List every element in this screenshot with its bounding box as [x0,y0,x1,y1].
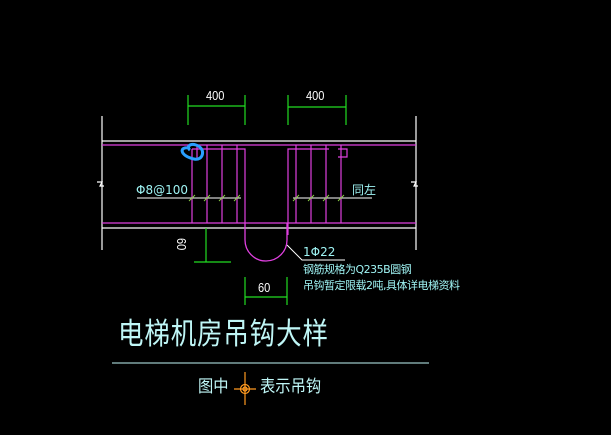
stirrup-leaders [137,194,372,202]
dim-hook-width: 60 [258,280,271,295]
note-line-1: 钢筋规格为Q235B圆钢 [303,263,412,276]
stirrups-left [191,145,246,223]
hook-bar [244,223,288,262]
stirrup-spec-label: Φ8@100 [136,183,188,197]
stirrup-spec-same-label: 同左 [352,183,377,197]
legend-prefix: 图中 [198,377,229,397]
dimension-lines [187,95,347,305]
rebar-main [102,144,416,224]
markup-circle [180,143,204,161]
beam-outline [97,116,418,250]
stirrups-right [287,145,348,235]
hook-bar-label: 1Φ22 [303,245,336,259]
legend-suffix: 表示吊钩 [260,377,322,397]
note-line-2: 吊钩暂定限载2吨,具体详电梯资料 [303,279,460,292]
dim-left-400: 400 [206,88,225,103]
dim-right-400: 400 [306,88,325,103]
drawing-title: 电梯机房吊钩大样 [118,317,329,352]
hook-bar-leader [286,244,345,261]
hook-symbol-icon [234,372,256,405]
dim-hook-depth: 60 [174,238,189,251]
